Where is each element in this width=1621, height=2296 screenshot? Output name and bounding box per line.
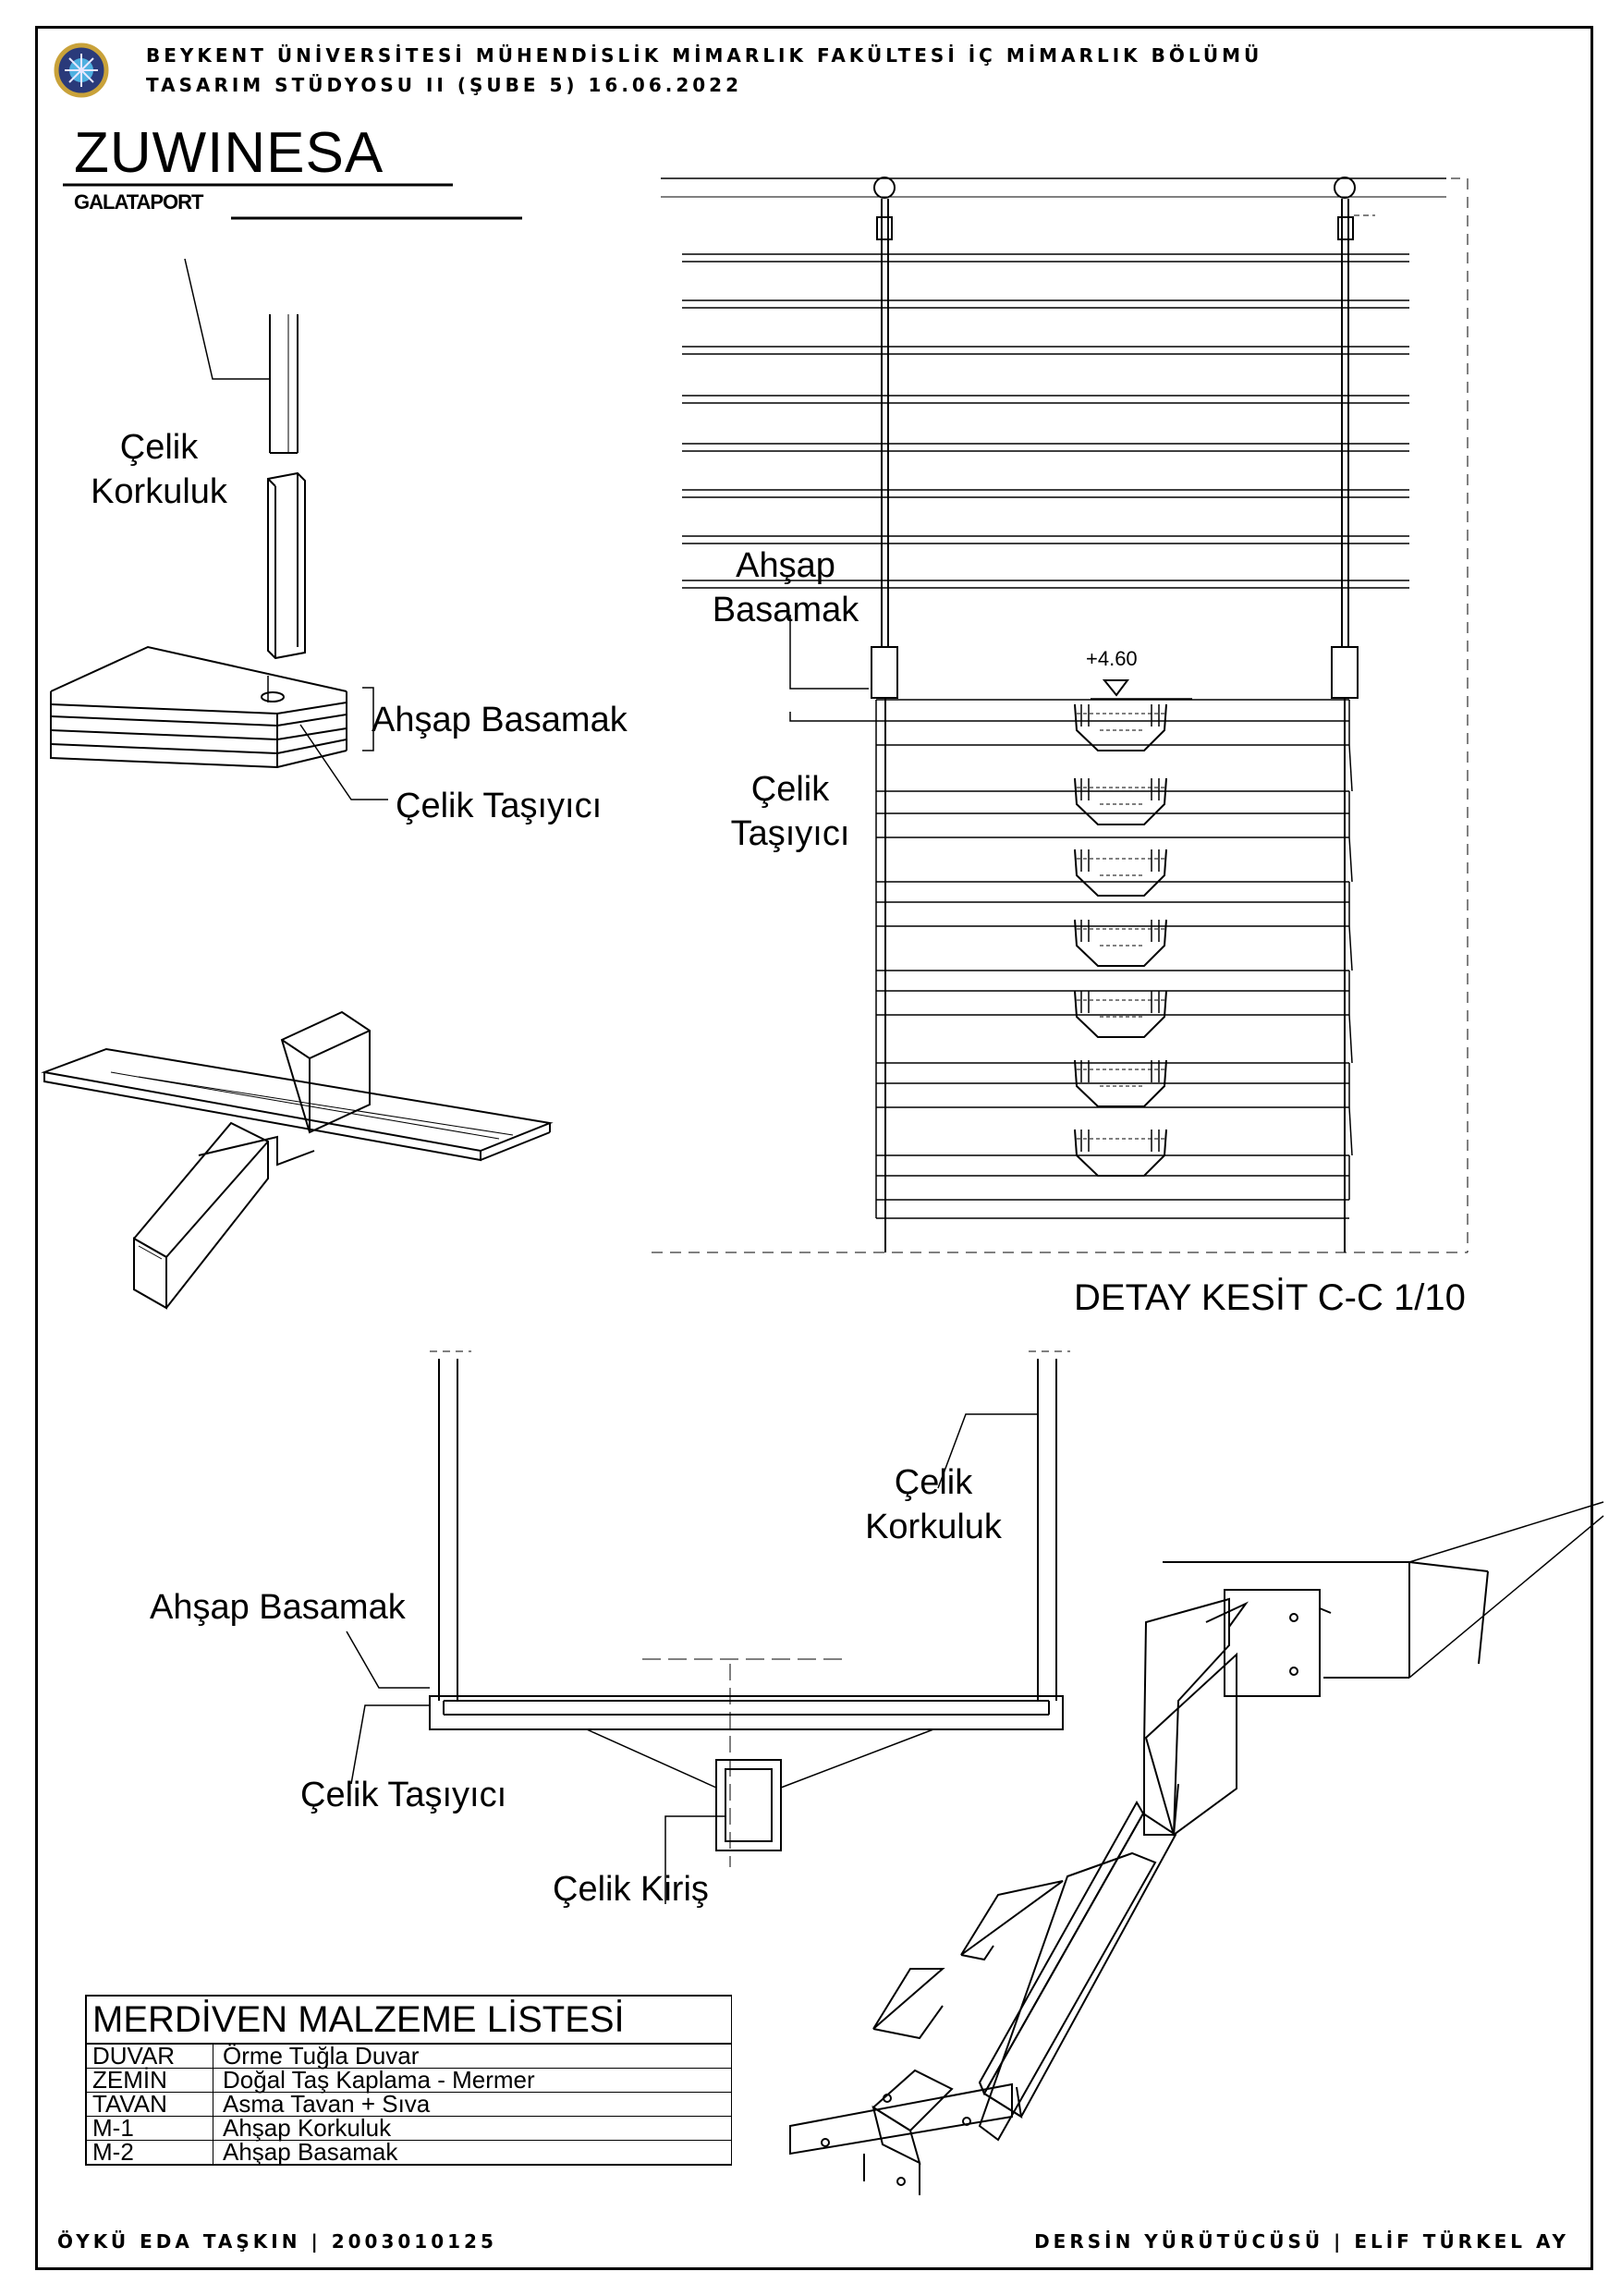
section-cc	[652, 177, 1469, 1253]
label-celik-tasiyici-1: Çelik Taşıyıcı	[396, 787, 603, 825]
material-row: M-2 Ahşap Basamak	[87, 2138, 731, 2166]
label-celik-korkuluk-1-line1: Çelik	[119, 428, 199, 467]
label-celik-kiris: Çelik Kiriş	[553, 1870, 709, 1909]
label-celik-tasiyici-2-line2: Taşıyıcı	[730, 814, 850, 853]
elevation-label: +4.60	[1086, 647, 1138, 670]
material-desc: Asma Tavan + Sıva	[223, 2090, 431, 2118]
footer-instructor: DERSİN YÜRÜTÜCÜSÜ | ELİF TÜRKEL AY	[1034, 2230, 1569, 2253]
material-row: TAVAN Asma Tavan + Sıva	[87, 2090, 731, 2118]
label-ahsap-basamak-2-line2: Basamak	[712, 591, 859, 629]
label-celik-tasiyici-2: Çelik Taşıyıcı	[712, 767, 869, 856]
material-row: ZEMİN Doğal Taş Kaplama - Mermer	[87, 2066, 731, 2094]
brand-title: ZUWINESA	[74, 121, 384, 185]
iso-staircase-detail	[789, 1501, 1604, 2195]
label-celik-korkuluk-1: Çelik Korkuluk	[85, 425, 233, 514]
material-list: MERDİVEN MALZEME LİSTESİ DUVAR Örme Tuğla…	[85, 1995, 732, 2166]
label-celik-tasiyici-3: Çelik Taşıyıcı	[300, 1776, 507, 1814]
label-ahsap-basamak-2: Ahşap Basamak	[702, 543, 869, 632]
material-code: M-2	[87, 2140, 213, 2164]
label-celik-korkuluk-1-line2: Korkuluk	[91, 472, 227, 511]
label-celik-tasiyici-2-line1: Çelik	[750, 770, 830, 809]
header-line-2: TASARIM STÜDYOSU II (ŞUBE 5) 16.06.2022	[146, 74, 743, 96]
material-row: DUVAR Örme Tuğla Duvar	[87, 2042, 731, 2070]
label-ahsap-basamak-1: Ahşap Basamak	[372, 701, 628, 739]
label-celik-korkuluk-2-line2: Korkuluk	[865, 1508, 1002, 1546]
header-line-1: BEYKENT ÜNİVERSİTESİ MÜHENDİSLİK MİMARLI…	[146, 44, 1263, 67]
exploded-railing-detail	[50, 258, 388, 800]
label-ahsap-basamak-2-line1: Ahşap	[736, 546, 835, 585]
material-list-title: MERDİVEN MALZEME LİSTESİ	[87, 1997, 731, 2045]
material-code: TAVAN	[87, 2092, 213, 2116]
step-cross-section	[346, 1350, 1070, 1904]
brand-subtitle: GALATAPORT	[74, 190, 203, 214]
material-row: M-1 Ahşap Korkuluk	[87, 2114, 731, 2142]
label-celik-korkuluk-2: Çelik Korkuluk	[855, 1460, 1012, 1549]
label-celik-korkuluk-2-line1: Çelik	[894, 1463, 973, 1502]
section-title: DETAY KESİT C-C 1/10	[1074, 1277, 1466, 1318]
label-ahsap-basamak-3: Ahşap Basamak	[150, 1588, 406, 1627]
material-code: DUVAR	[87, 2044, 213, 2068]
material-desc: Örme Tuğla Duvar	[223, 2042, 420, 2070]
material-desc: Ahşap Basamak	[223, 2138, 398, 2166]
iso-connection-detail	[41, 1010, 554, 1310]
material-code: M-1	[87, 2116, 213, 2140]
drawing-frame	[35, 26, 1593, 2270]
material-desc: Ahşap Korkuluk	[223, 2114, 392, 2142]
material-code: ZEMİN	[87, 2068, 213, 2092]
material-desc: Doğal Taş Kaplama - Mermer	[223, 2066, 535, 2094]
footer-student: ÖYKÜ EDA TAŞKIN | 2003010125	[57, 2230, 497, 2253]
